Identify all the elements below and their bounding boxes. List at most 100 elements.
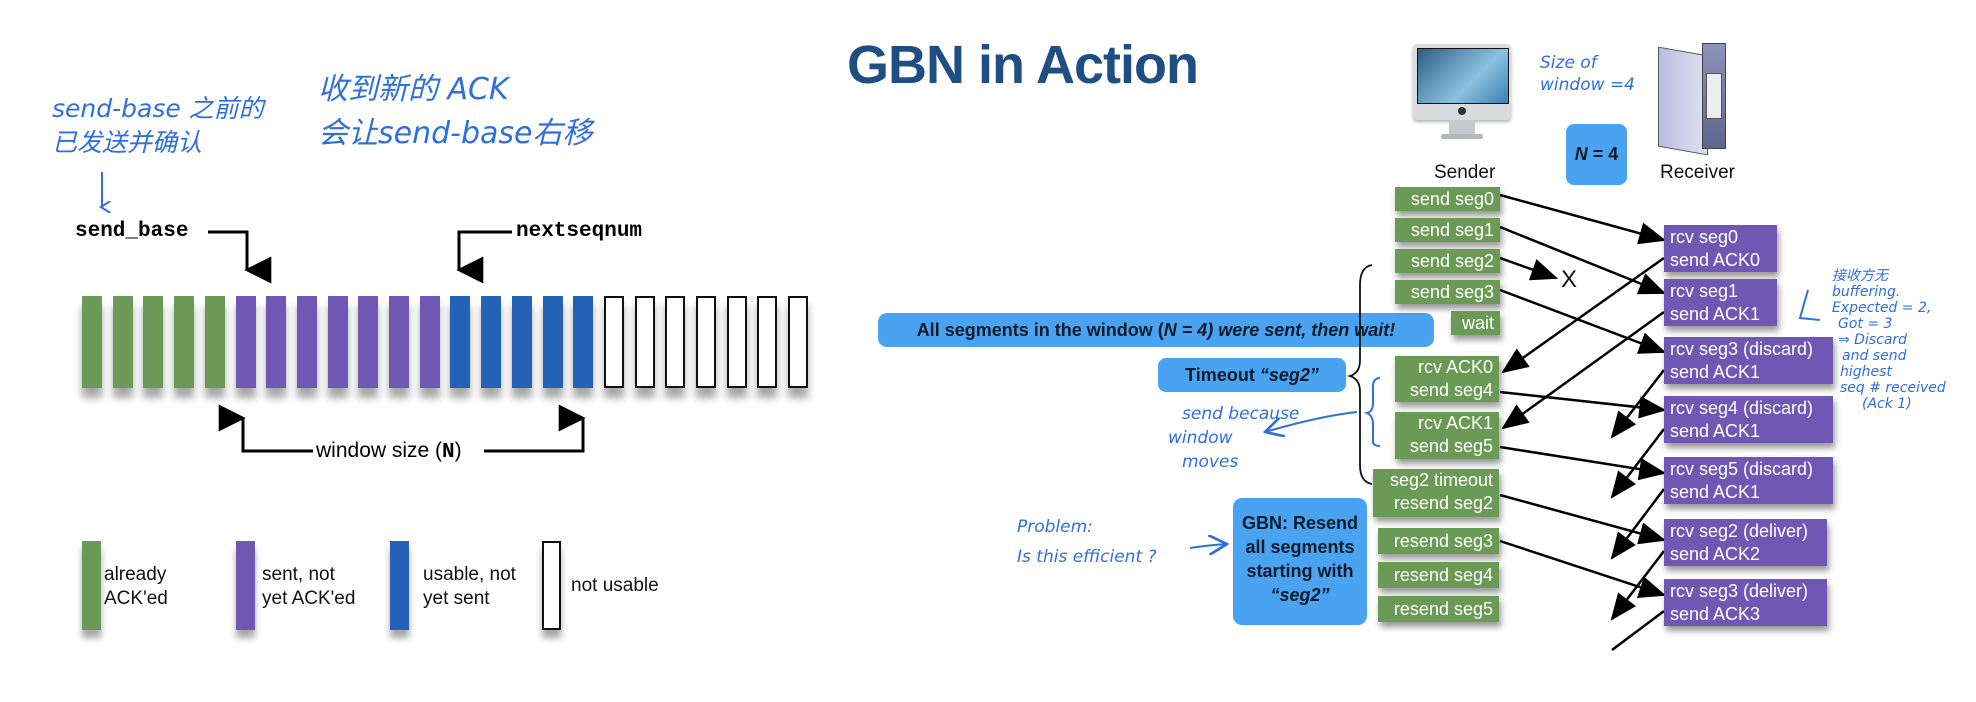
event-text: rcv seg2 (deliver) <box>1670 521 1809 541</box>
arrow-ack1-dup1 <box>1610 369 1665 439</box>
legend-swatch-notusable <box>542 541 561 630</box>
callout-text: All segments in the window ( <box>916 320 1164 340</box>
callout-text: were sent, then wait! <box>1213 320 1396 340</box>
window-brace <box>1346 264 1373 485</box>
callout-var: N <box>1163 320 1177 340</box>
sequence-slot-notusable <box>696 296 716 388</box>
legend-line: yet ACK'ed <box>262 588 356 609</box>
receiver-event: rcv seg1 send ACK1 <box>1664 279 1777 326</box>
callout-line: starting with <box>1246 561 1354 581</box>
sequence-slot-acked <box>113 296 133 388</box>
sender-event-timeout: seg2 timeout resend seg2 <box>1373 469 1499 517</box>
sender-event: send seg3 <box>1395 280 1500 304</box>
note-line: Is this efficient ? <box>1017 547 1157 567</box>
legend-line: already <box>104 564 167 585</box>
receiver-event: rcv seg2 (deliver) send ACK2 <box>1664 519 1827 566</box>
receiver-event: rcv seg5 (discard) send ACK1 <box>1664 457 1833 504</box>
window-size-badge: N = 4 <box>1566 124 1627 185</box>
note-line: Size of <box>1540 53 1597 73</box>
event-text: send ACK1 <box>1670 482 1761 502</box>
sender-event: send seg2 <box>1395 249 1500 273</box>
event-text: rcv seg3 (deliver) <box>1670 581 1809 601</box>
receiver-label: Receiver <box>1660 162 1735 183</box>
legend-line: ACK'ed <box>104 588 168 609</box>
sequence-slot-usable <box>512 296 532 388</box>
callout-text: “seg2” <box>1259 365 1319 385</box>
arrow-seg2-lost <box>1499 256 1559 281</box>
arrow-ack1 <box>1501 310 1665 430</box>
arrow-ack3 <box>1611 610 1665 651</box>
note-line: send-base 之前的 <box>52 94 264 123</box>
note-line: window =4 <box>1540 75 1635 95</box>
arrow-ack0 <box>1501 256 1665 374</box>
legend-label-sent: sent, not yet ACK'ed <box>262 563 355 611</box>
event-text: rcv seg5 (discard) <box>1670 459 1814 479</box>
event-text: seg2 timeout <box>1389 470 1493 490</box>
arrow-ack1-dup3 <box>1610 488 1665 560</box>
receiver-event: rcv seg3 (deliver) send ACK3 <box>1664 579 1827 626</box>
note-line: and send <box>1842 348 1907 364</box>
sequence-slot-notusable <box>788 296 808 388</box>
arrow-ack2 <box>1610 550 1665 621</box>
sequence-slot-sent <box>389 296 409 388</box>
timeout-callout: Timeout “seg2” <box>1158 358 1346 392</box>
note-line: window <box>1168 428 1233 448</box>
callout-text: = 4) <box>1176 320 1214 340</box>
note-line: 收到新的 ACK <box>318 72 509 107</box>
note-line: moves <box>1182 452 1239 472</box>
arrow-seg3 <box>1499 288 1667 354</box>
sender-event: rcv ACK1 send seg5 <box>1395 412 1499 459</box>
event-text: send ACK3 <box>1670 604 1761 624</box>
sequence-slot-acked <box>143 296 163 388</box>
callout-line: “seg2” <box>1270 585 1330 605</box>
sequence-slot-usable <box>450 296 470 388</box>
window-label-var: N <box>442 441 455 464</box>
event-text: rcv seg1 <box>1670 281 1739 301</box>
event-text: resend seg2 <box>1393 493 1493 513</box>
event-text: resend seg4 <box>1393 565 1493 585</box>
note-line: Problem: <box>1017 517 1093 537</box>
nextseqnum-arrow <box>456 230 512 284</box>
badge-var: N <box>1574 144 1588 164</box>
event-text: send seg5 <box>1409 436 1493 456</box>
handwritten-note-ack-shift: 收到新的 ACK 会让send-base右移 <box>318 68 592 156</box>
window-right-arrow <box>484 404 586 453</box>
lost-marker: X <box>1561 266 1578 293</box>
note-line: 已发送并确认 <box>52 128 203 157</box>
window-left-arrow <box>218 404 313 453</box>
handwritten-note-receiver: 接收方无 buffering. Expected = 2, Got = 3 ⇒ … <box>1832 268 1946 412</box>
sequence-slot-sent <box>266 296 286 388</box>
handwritten-arrow-problem <box>1189 544 1227 548</box>
computer-icon <box>1413 44 1511 140</box>
arrow-seg5 <box>1499 445 1667 481</box>
legend-line: yet sent <box>423 588 490 609</box>
sequence-slot-acked <box>82 296 102 388</box>
window-label-text: ) <box>454 439 462 462</box>
handwritten-mark <box>1798 289 1821 321</box>
callout-text: Timeout <box>1185 365 1260 385</box>
handwritten-note-problem: Problem: Is this efficient ? <box>1017 512 1157 572</box>
send-base-arrow <box>208 230 272 284</box>
handwritten-note-send-because: send because window moves <box>1168 402 1299 474</box>
legend-label-acked: already ACK'ed <box>104 563 168 611</box>
arrow-ack1-dup2 <box>1610 428 1665 499</box>
sender-event: rcv ACK0 send seg4 <box>1395 356 1499 402</box>
sender-event: send seg0 <box>1395 187 1500 211</box>
callout-line: GBN: Resend <box>1241 513 1358 533</box>
sequence-slot-sent <box>328 296 348 388</box>
event-text: send seg4 <box>1409 380 1493 400</box>
event-text: resend seg3 <box>1393 531 1493 551</box>
window-size-label: window size (N) <box>316 439 462 464</box>
legend-swatch-acked <box>82 541 101 630</box>
sequence-slot-acked <box>174 296 194 388</box>
note-line: Got = 3 <box>1838 316 1893 332</box>
handwritten-window-size: Size of window =4 <box>1540 52 1635 96</box>
note-line: buffering. <box>1832 284 1901 300</box>
event-text: send ACK1 <box>1670 421 1761 441</box>
all-segments-sent-callout: All segments in the window (N = 4) were … <box>878 313 1434 347</box>
sender-event: send seg1 <box>1395 218 1500 242</box>
note-line: ⇒ Discard <box>1838 332 1908 348</box>
sequence-slot-sent <box>358 296 378 388</box>
event-text: send seg2 <box>1410 251 1494 271</box>
